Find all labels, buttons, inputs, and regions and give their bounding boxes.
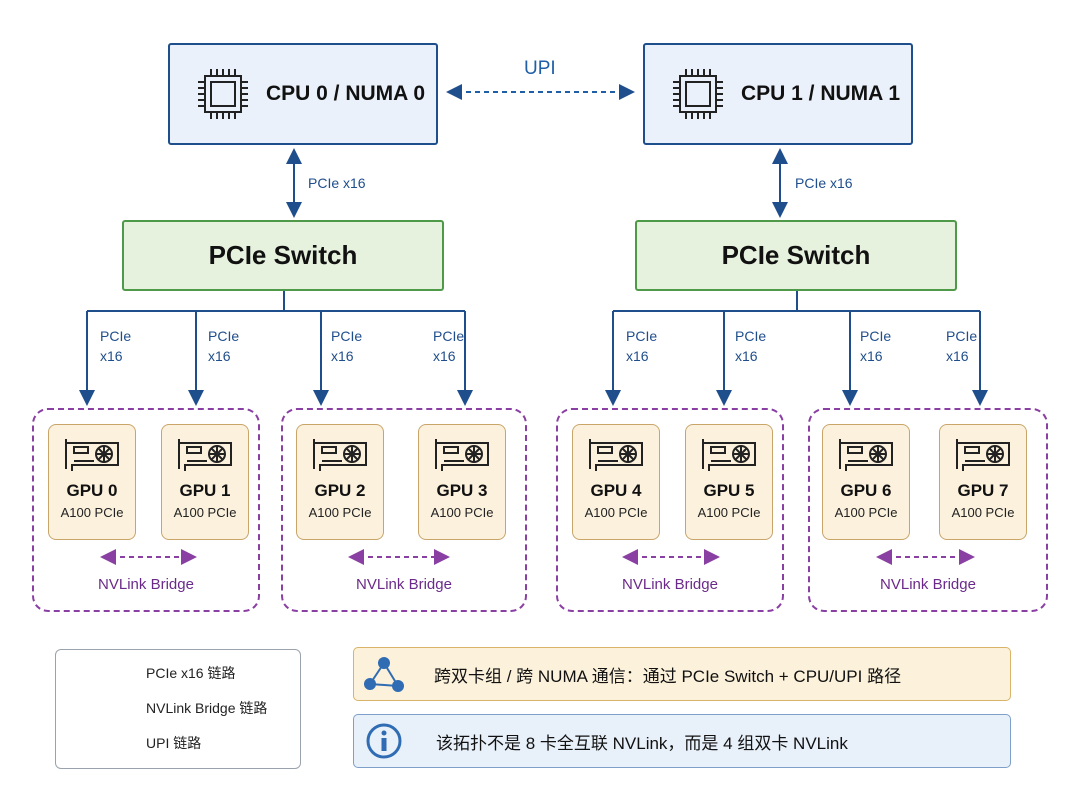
- gpu-5-model: A100 PCIe: [697, 505, 761, 520]
- gpu-7-name: GPU 7: [957, 481, 1009, 500]
- pcie-switch-1: PCIe Switch: [635, 220, 957, 291]
- cpu-1-link-label: PCIe x16: [795, 175, 853, 191]
- gpu-card-icon: [178, 439, 232, 471]
- info-icon: [354, 715, 414, 767]
- gpu-6-model: A100 PCIe: [834, 505, 898, 520]
- gpu-card-6: GPU 6 A100 PCIe: [822, 424, 910, 540]
- gpu-group-4-5: [556, 408, 784, 612]
- gpu-group-0-1: [32, 408, 260, 612]
- gpu-card-icon: [956, 439, 1010, 471]
- gpu-card-icon: [313, 439, 367, 471]
- gpu-card-1: GPU 1 A100 PCIe: [161, 424, 249, 540]
- gpu-1-name: GPU 1: [179, 481, 231, 500]
- cpu-0-box: CPU 0 / NUMA 0: [168, 43, 438, 145]
- gpu-group-6-7: [808, 408, 1048, 612]
- gpu-card-icon: [589, 439, 643, 471]
- cpu-chip-icon: [673, 69, 723, 119]
- gpu-7-model: A100 PCIe: [951, 505, 1015, 520]
- gpu-0-name: GPU 0: [66, 481, 118, 500]
- cpu-chip-icon: [198, 69, 248, 119]
- gpu-group-2-3: [281, 408, 527, 612]
- gpu-card-3: GPU 3 A100 PCIe: [418, 424, 506, 540]
- gpu-1-model: A100 PCIe: [173, 505, 237, 520]
- cross-numa-note-text: 跨双卡组 / 跨 NUMA 通信：通过 PCIe Switch + CPU/UP…: [434, 666, 902, 686]
- gpu-3-model: A100 PCIe: [430, 505, 494, 520]
- cpu-1-box: CPU 1 / NUMA 1: [643, 43, 913, 145]
- gpu-card-icon: [435, 439, 489, 471]
- gpu-card-4: GPU 4 A100 PCIe: [572, 424, 660, 540]
- nvlink-label-2: NVLink Bridge: [622, 576, 718, 593]
- gpu-5-name: GPU 5: [703, 481, 755, 500]
- gpu-card-icon: [839, 439, 893, 471]
- nvlink-label-1: NVLink Bridge: [356, 576, 452, 593]
- cpu-0-title: CPU 0 / NUMA 0: [266, 82, 426, 105]
- switch0-gpu-links: [79, 291, 473, 406]
- cpu-1-title: CPU 1 / NUMA 1: [741, 82, 901, 105]
- topology-info-note: 该拓扑不是 8 卡全互联 NVLink，而是 4 组双卡 NVLink: [353, 714, 1011, 768]
- gpu-2-name: GPU 2: [314, 481, 366, 500]
- gpu-6-name: GPU 6: [840, 481, 892, 500]
- gpu-card-0: GPU 0 A100 PCIe: [48, 424, 136, 540]
- legend-nvlink-label: NVLink Bridge 链路: [146, 700, 268, 716]
- gpu-3-name: GPU 3: [436, 481, 488, 500]
- legend-upi-label: UPI 链路: [146, 735, 202, 751]
- cpu-0-link-label: PCIe x16: [308, 175, 366, 191]
- legend-pcie-label: PCIe x16 链路: [146, 665, 236, 681]
- legend-box: [55, 649, 301, 769]
- switch1-gpu-links: [605, 291, 988, 406]
- topology-info-note-text: 该拓扑不是 8 卡全互联 NVLink，而是 4 组双卡 NVLink: [436, 733, 848, 753]
- topology-icon: [354, 648, 414, 700]
- upi-label: UPI: [524, 58, 556, 79]
- gpu-4-name: GPU 4: [590, 481, 642, 500]
- gpu-0-model: A100 PCIe: [60, 505, 124, 520]
- gpu-card-7: GPU 7 A100 PCIe: [939, 424, 1027, 540]
- gpu-card-icon: [702, 439, 756, 471]
- gpu-4-model: A100 PCIe: [584, 505, 648, 520]
- gpu-card-2: GPU 2 A100 PCIe: [296, 424, 384, 540]
- gpu-card-5: GPU 5 A100 PCIe: [685, 424, 773, 540]
- pcie-switch-0: PCIe Switch: [122, 220, 444, 291]
- gpu-2-model: A100 PCIe: [308, 505, 372, 520]
- nvlink-label-3: NVLink Bridge: [880, 576, 976, 593]
- gpu-card-icon: [65, 439, 119, 471]
- cross-numa-note: 跨双卡组 / 跨 NUMA 通信：通过 PCIe Switch + CPU/UP…: [353, 647, 1011, 701]
- nvlink-label-0: NVLink Bridge: [98, 576, 194, 593]
